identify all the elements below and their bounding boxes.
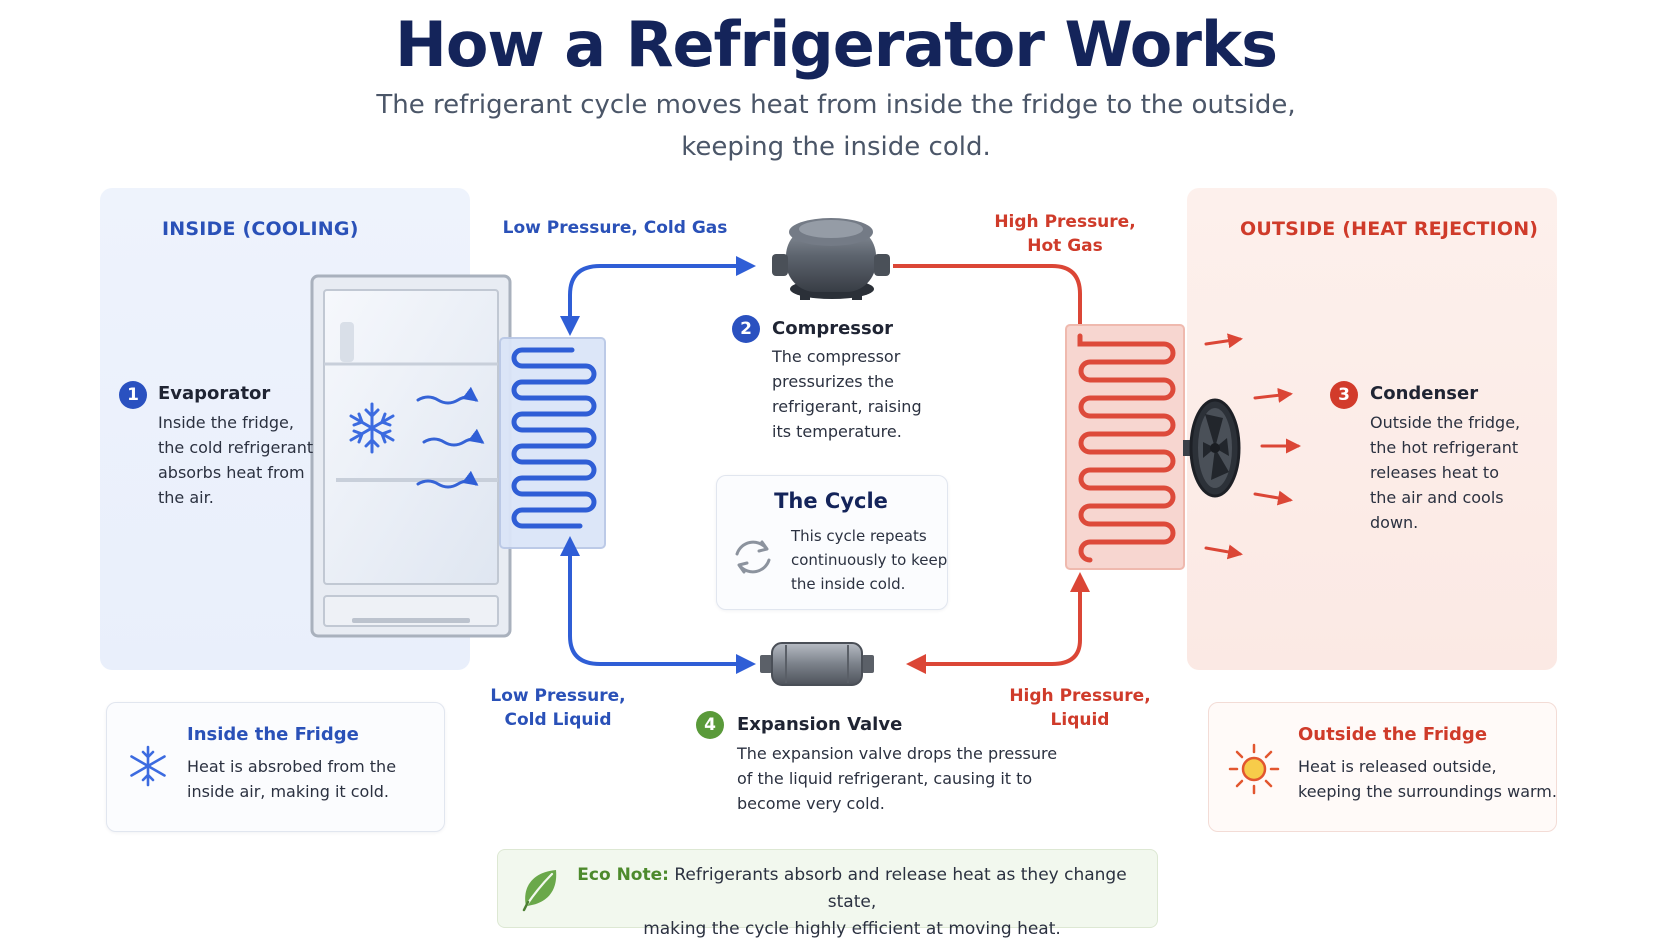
expansion-valve-icon [760, 642, 874, 686]
snowflake-icon [130, 745, 166, 787]
eco-note-card [497, 849, 1158, 928]
low-pressure-gas-pipe [568, 256, 756, 332]
page-subtitle: The refrigerant cycle moves heat from in… [336, 84, 1336, 168]
eco-note-text: Eco Note: Refrigerants absorb and releas… [572, 862, 1132, 943]
flow-label-high-pressure-liquid: High Pressure, Liquid [1009, 686, 1151, 730]
step-number-2: 2 [732, 315, 760, 343]
outside-fridge-card-title: Outside the Fridge [1298, 724, 1488, 745]
cycle-card-description: This cycle repeats continuously to keep … [791, 527, 948, 593]
compressor-description: The compressor pressurizes the refrigera… [772, 347, 922, 441]
condenser-description: Outside the fridge, the hot refrigerant … [1370, 413, 1521, 532]
leaf-icon [522, 870, 557, 912]
expansion-valve-description: The expansion valve drops the pressure o… [737, 744, 1058, 813]
evaporator-coil [499, 337, 606, 549]
flow-label-low-pressure-cold-liquid: Low Pressure, Cold Liquid [490, 686, 626, 730]
sun-icon [1228, 743, 1280, 795]
expansion-valve-title: Expansion Valve [737, 714, 903, 735]
flow-label-low-pressure-cold-gas: Low Pressure, Cold Gas [502, 218, 728, 238]
step-number-1: 1 [119, 381, 147, 409]
eco-note-label: Eco Note: [577, 865, 669, 885]
step-number-4: 4 [696, 711, 724, 739]
cycle-card-title: The Cycle [774, 489, 888, 513]
fan-icon [1183, 398, 1241, 498]
heat-arrows [1204, 333, 1301, 560]
fridge-illustration [310, 274, 512, 638]
evaporator-title: Evaporator [158, 383, 271, 404]
subtitle-line-1: The refrigerant cycle moves heat from in… [376, 90, 1296, 120]
inside-fridge-card-description: Heat is absrobed from the inside air, ma… [187, 757, 397, 801]
inside-fridge-card [106, 702, 445, 832]
page-title: How a Refrigerator Works [394, 8, 1278, 81]
outside-fridge-card [1208, 702, 1557, 832]
refresh-icon [735, 540, 771, 574]
compressor-title: Compressor [772, 318, 893, 339]
condenser-title: Condenser [1370, 383, 1479, 404]
eco-note-line-2: making the cycle highly efficient at mov… [643, 919, 1061, 939]
inside-fridge-card-title: Inside the Fridge [187, 724, 359, 745]
high-pressure-liquid-pipe [906, 622, 1082, 674]
evaporator-description: Inside the fridge, the cold refrigerant … [158, 413, 314, 507]
compressor-icon [772, 218, 890, 300]
outside-panel-title: OUTSIDE (HEAT REJECTION) [1240, 218, 1539, 240]
inside-panel-title: INSIDE (COOLING) [162, 218, 359, 240]
flow-label-high-pressure-hot-gas: High Pressure, Hot Gas [994, 212, 1136, 256]
cold-air-arrows [416, 386, 485, 489]
snowflake-icon [349, 402, 395, 454]
eco-note-line-1: Refrigerants absorb and release heat as … [674, 865, 1127, 912]
subtitle-line-2: keeping the inside cold. [681, 132, 991, 162]
condenser-coil [1065, 324, 1185, 570]
high-pressure-gas-pipe [893, 264, 1082, 330]
low-pressure-liquid-pipe [560, 536, 752, 666]
outside-fridge-card-description: Heat is released outside, keeping the su… [1298, 757, 1557, 801]
step-number-3: 3 [1330, 381, 1358, 409]
outside-heat-rejection-panel [1187, 188, 1557, 670]
